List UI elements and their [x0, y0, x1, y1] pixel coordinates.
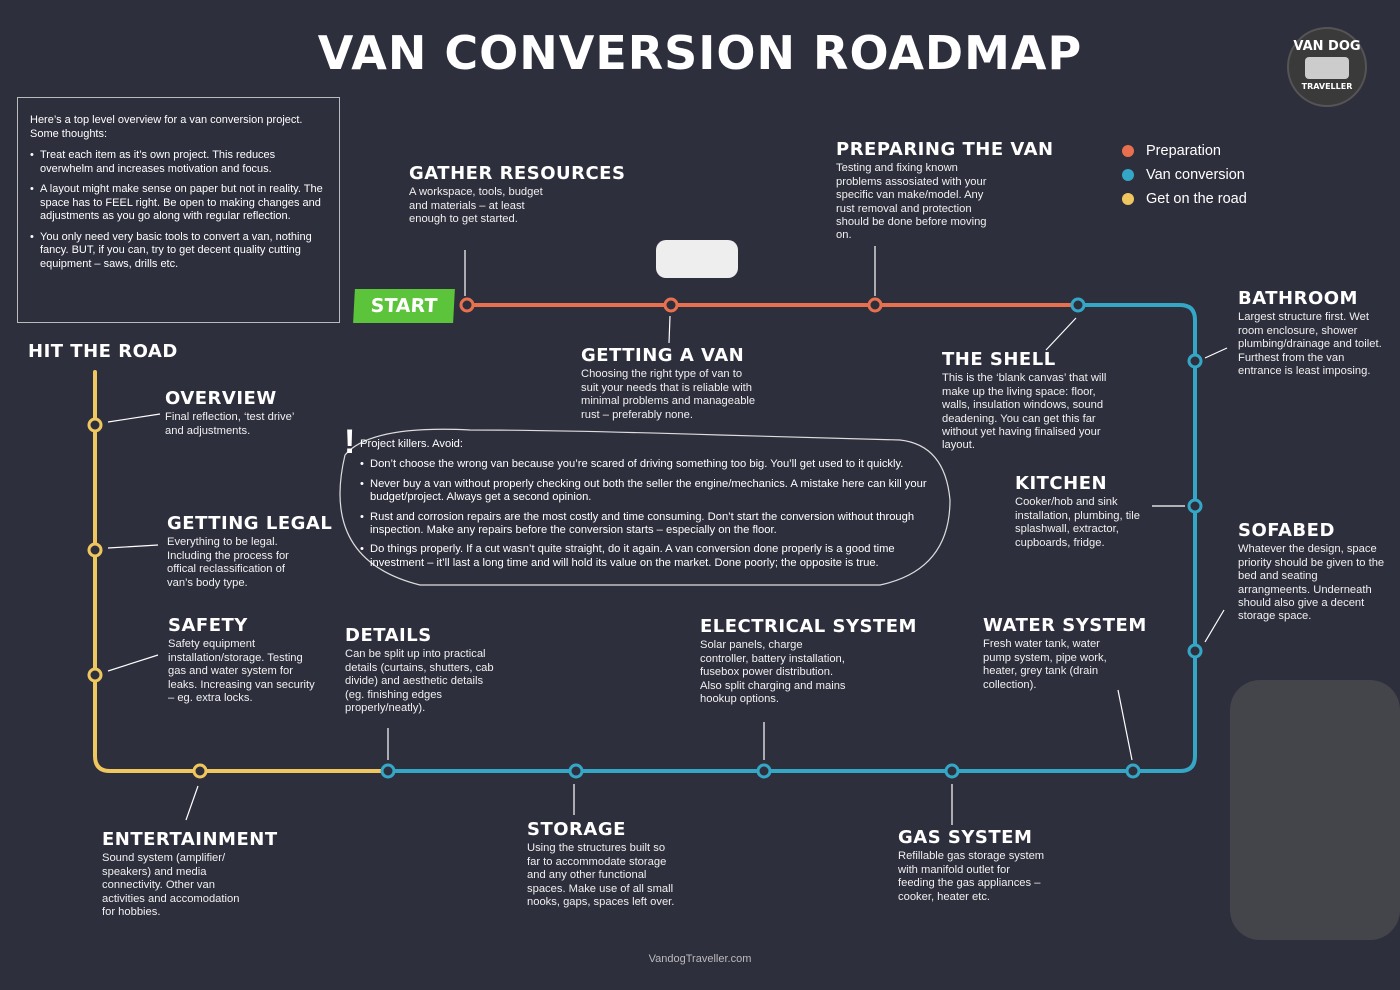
intro-point: Treat each item as it’s own project. Thi… [30, 149, 327, 176]
killers-outline [339, 428, 951, 586]
legend: Preparation Van conversion Get on the ro… [1122, 139, 1247, 211]
intro-box: Here’s a top level overview for a van co… [17, 97, 340, 323]
van-illustration [656, 240, 738, 278]
killer-point: Do things properly. If a cut wasn’t quit… [360, 543, 940, 570]
killer-point: Never buy a van without properly checkin… [360, 478, 940, 505]
logo-van-icon [1305, 57, 1349, 79]
project-killers-box: Project killers. Avoid: Don’t choose the… [360, 438, 940, 576]
legend-dot [1122, 169, 1134, 181]
intro-point: A layout might make sense on paper but n… [30, 183, 327, 224]
legend-dot [1122, 193, 1134, 205]
exclamation-icon: ! [344, 423, 356, 461]
logo-subtext: TRAVELLER [1301, 82, 1353, 91]
hit-the-road-heading: HIT THE ROAD [28, 341, 178, 362]
logo-text: VAN DOG [1293, 39, 1361, 54]
intro-lead: Here’s a top level overview for a van co… [30, 114, 303, 140]
brand-logo: VAN DOG TRAVELLER [1287, 27, 1367, 107]
legend-item: Preparation [1122, 139, 1247, 163]
legend-dot [1122, 145, 1134, 157]
killers-lead: Project killers. Avoid: [360, 438, 464, 450]
page-title: VAN CONVERSION ROADMAP [317, 26, 1083, 80]
start-marker: START [353, 289, 455, 323]
killer-point: Rust and corrosion repairs are the most … [360, 511, 940, 538]
killer-point: Don’t choose the wrong van because you’r… [360, 458, 940, 472]
intro-point: You only need very basic tools to conver… [30, 231, 327, 272]
footer-link[interactable]: VandogTraveller.com [648, 953, 752, 965]
legend-item: Get on the road [1122, 187, 1247, 211]
dog-van-illustration [1230, 680, 1400, 940]
legend-item: Van conversion [1122, 163, 1247, 187]
